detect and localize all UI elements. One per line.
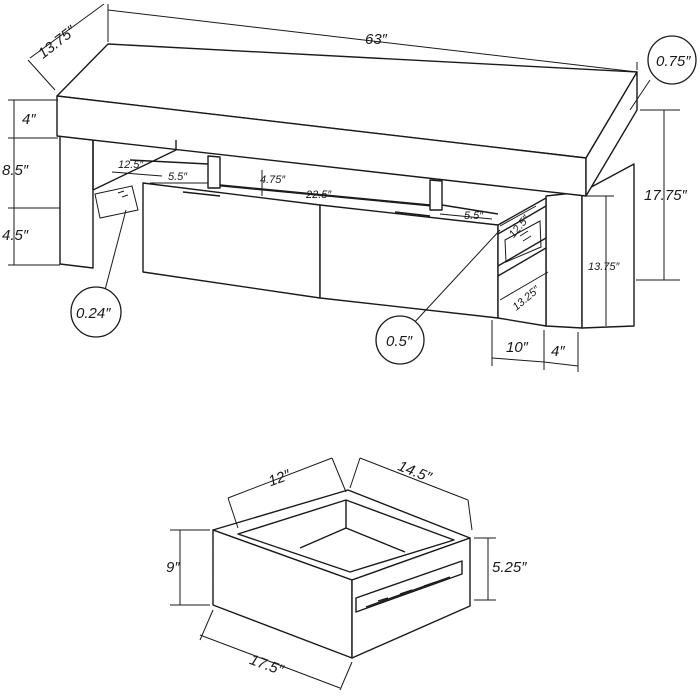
top-side-band bbox=[585, 71, 638, 197]
right-leg bbox=[545, 191, 583, 329]
drawer-dim-inner-depth-label: 12″ bbox=[266, 466, 293, 490]
dim-center-height-label: 4.75″ bbox=[260, 174, 286, 186]
right-divider bbox=[429, 179, 443, 211]
dim-leg-inset-label: 10″ bbox=[506, 339, 529, 356]
drawer-dim-front-width-label: 17.5″ bbox=[247, 651, 286, 679]
dim-right-compartment-label: 5.5″ bbox=[464, 210, 484, 222]
dim-depth-label: 13.75″ bbox=[35, 22, 80, 62]
right-leg-side bbox=[581, 163, 635, 329]
dim-top-thickness-label: 0.75″ bbox=[656, 53, 691, 70]
dim-panel-thickness-label: 0.5″ bbox=[386, 333, 413, 350]
drawer-inner-opening bbox=[237, 499, 455, 573]
drawer-dim-height-label: 9″ bbox=[166, 559, 180, 576]
dim-left-compartment-label: 5.5″ bbox=[168, 171, 188, 183]
dim-leg-width-label: 4″ bbox=[551, 343, 565, 360]
left-divider bbox=[207, 155, 221, 189]
callout-circle-glass bbox=[70, 286, 122, 338]
drawer-dim-side-height-label: 5.25″ bbox=[492, 559, 527, 576]
dim-side-opening-label: 12.5″ bbox=[118, 159, 144, 171]
dim-side-height-label: 13.75″ bbox=[588, 261, 621, 273]
dim-top-band-label: 4″ bbox=[22, 111, 36, 128]
callout-circle-panel bbox=[375, 315, 425, 365]
drawer-front-left bbox=[142, 182, 321, 299]
drawer-drawing bbox=[212, 489, 471, 659]
dim-width-label: 63″ bbox=[365, 31, 388, 48]
callout-circle-top-thickness bbox=[647, 35, 697, 85]
glass-shelf-left bbox=[94, 185, 139, 219]
dim-lower-gap-label: 4.5″ bbox=[2, 227, 29, 244]
drawer-dim-inner-width-label: 14.5″ bbox=[395, 458, 434, 487]
tv-console-drawing bbox=[56, 43, 638, 329]
console-dimension-lines bbox=[8, 3, 680, 372]
dim-glass-thickness-label: 0.24″ bbox=[76, 305, 111, 322]
left-shelf-outline bbox=[92, 140, 177, 191]
drawer-dimension-lines bbox=[170, 457, 496, 691]
glass-shelf-right bbox=[504, 220, 542, 263]
left-leg bbox=[59, 135, 94, 269]
dim-total-height-label: 17.75″ bbox=[644, 187, 688, 204]
dim-upper-opening-label: 8.5″ bbox=[2, 162, 29, 179]
dim-center-width-label: 22.5″ bbox=[305, 189, 332, 201]
